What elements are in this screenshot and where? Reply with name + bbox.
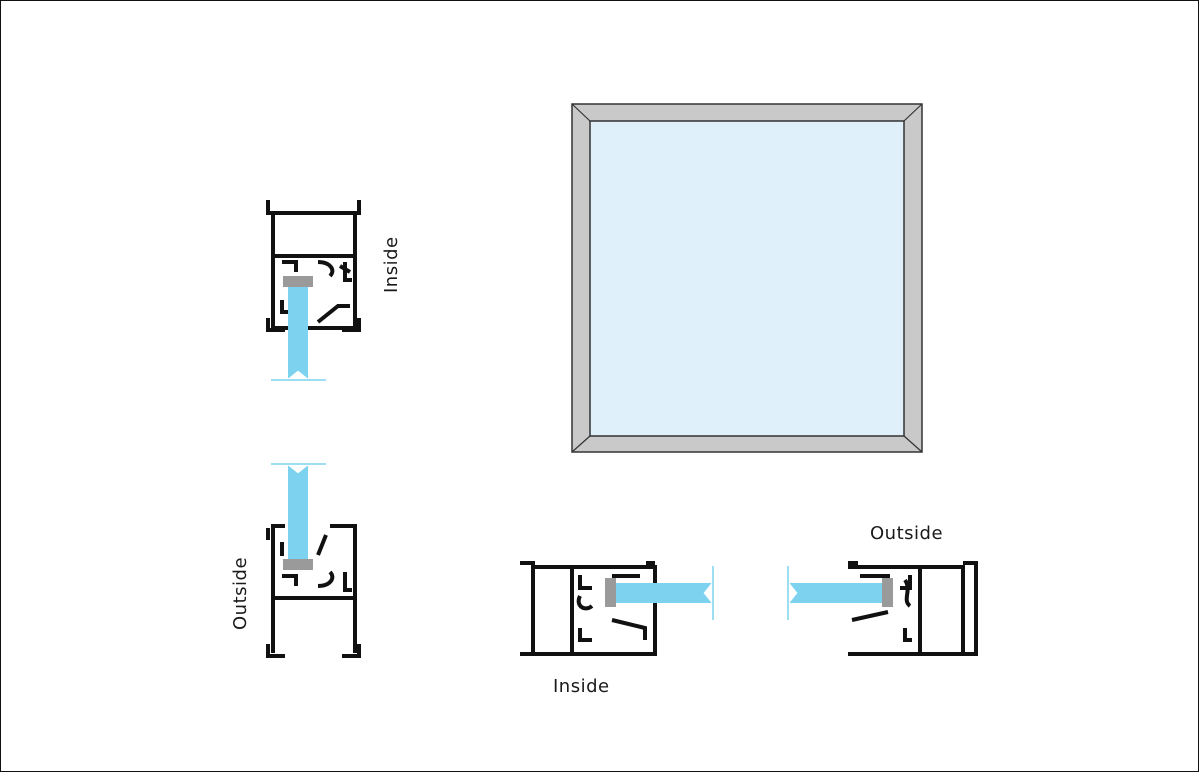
window-glass-pane bbox=[589, 120, 905, 437]
right-jamb-outside-label: Outside bbox=[870, 523, 943, 544]
head-inside-label: Inside bbox=[381, 236, 402, 293]
sill-gasket bbox=[283, 559, 313, 570]
head-gasket bbox=[283, 276, 313, 287]
left-jamb-glass bbox=[616, 583, 711, 603]
head-section-profile bbox=[266, 200, 361, 332]
sill-section-profile bbox=[266, 524, 361, 658]
window-elevation bbox=[571, 103, 923, 453]
left-jamb-gasket bbox=[605, 578, 616, 607]
right-jamb-gasket bbox=[882, 578, 893, 607]
sill-section-glass bbox=[271, 463, 326, 559]
right-jamb-profile bbox=[848, 561, 978, 656]
right-jamb-glass bbox=[790, 583, 882, 603]
left-jamb-profile bbox=[520, 561, 657, 656]
left-jamb-inside-label: Inside bbox=[553, 676, 610, 697]
head-glass bbox=[288, 287, 308, 378]
sill-outside-label: Outside bbox=[230, 557, 251, 630]
sill-glass bbox=[288, 466, 308, 559]
